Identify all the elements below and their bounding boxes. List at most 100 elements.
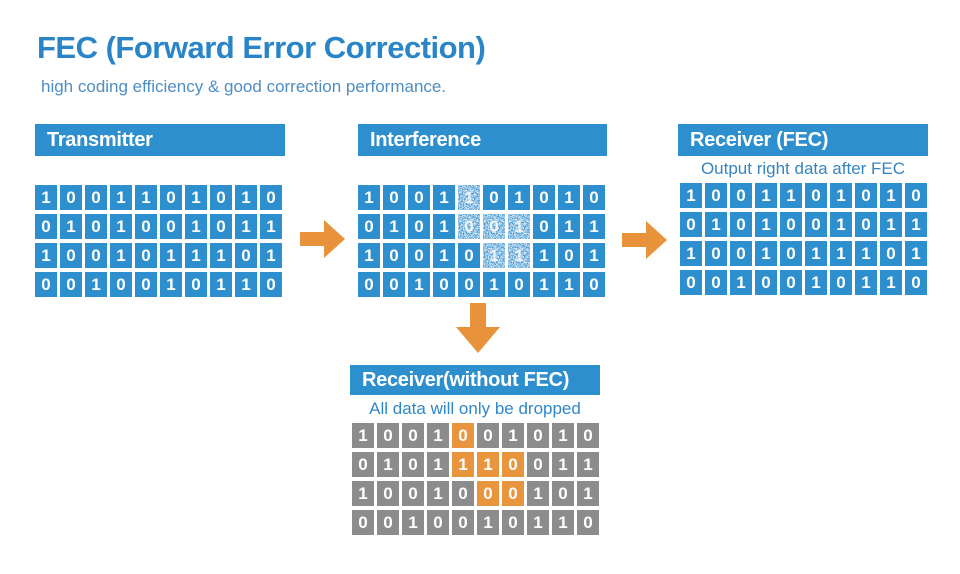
bit-cell: 1 — [210, 243, 232, 268]
bit-value: 1 — [836, 215, 846, 234]
bit-cell: 1 — [60, 214, 82, 239]
bit-cell: 1 — [408, 272, 430, 297]
bit-value: 0 — [458, 513, 468, 532]
bit-cell: 0 — [85, 214, 107, 239]
bit-value: 1 — [266, 246, 276, 265]
bit-value: 0 — [358, 513, 368, 532]
bit-cell: 0 — [402, 481, 424, 506]
bit-value: 0 — [66, 246, 76, 265]
bit-value: 1 — [191, 246, 201, 265]
bit-cell: 1 — [35, 185, 57, 210]
bit-cell: 1 — [452, 452, 474, 477]
bit-value: 0 — [216, 188, 226, 207]
bit-cell: 0 — [402, 452, 424, 477]
bit-cell: 0 — [533, 214, 555, 239]
noise-texture — [483, 243, 505, 268]
bit-value: 1 — [408, 513, 418, 532]
bit-value: 0 — [786, 244, 796, 263]
bit-cell: 0 — [533, 185, 555, 210]
bit-cell: 1 — [110, 214, 132, 239]
bit-cell: 1 — [527, 510, 549, 535]
bit-cell: 1 — [558, 272, 580, 297]
bit-value: 0 — [736, 244, 746, 263]
bit-value: 1 — [564, 275, 574, 294]
bit-cell: 0 — [458, 214, 480, 239]
bit-cell: 0 — [408, 243, 430, 268]
bit-value: 0 — [414, 188, 424, 207]
bit-value: 1 — [116, 217, 126, 236]
bit-value: 0 — [364, 217, 374, 236]
bit-cell: 0 — [483, 185, 505, 210]
bit-value: 0 — [191, 275, 201, 294]
bit-value: 1 — [589, 246, 599, 265]
bit-cell: 1 — [235, 272, 257, 297]
bit-cell: 1 — [35, 243, 57, 268]
bit-cell: 1 — [483, 243, 505, 268]
bit-cell: 0 — [905, 270, 927, 295]
bit-cell: 1 — [583, 243, 605, 268]
bit-value: 0 — [736, 215, 746, 234]
bit-cell: 1 — [85, 272, 107, 297]
bit-value: 0 — [583, 513, 593, 532]
bit-cell: 0 — [508, 272, 530, 297]
bit-value: 1 — [558, 455, 568, 474]
bit-cell: 1 — [383, 214, 405, 239]
bit-cell: 0 — [210, 185, 232, 210]
bit-cell: 1 — [235, 214, 257, 239]
bit-cell: 1 — [260, 243, 282, 268]
bit-cell: 0 — [383, 272, 405, 297]
bit-cell: 1 — [483, 272, 505, 297]
bit-cell: 0 — [85, 243, 107, 268]
bit-cell: 1 — [260, 214, 282, 239]
bit-value: 1 — [358, 484, 368, 503]
bit-cell: 0 — [477, 481, 499, 506]
bit-cell: 1 — [427, 452, 449, 477]
bit-value: 0 — [389, 275, 399, 294]
bit-cell: 0 — [85, 185, 107, 210]
bit-value: 0 — [583, 426, 593, 445]
bit-value: 1 — [836, 186, 846, 205]
bit-cell: 1 — [402, 510, 424, 535]
bit-cell: 0 — [730, 212, 752, 237]
bit-value: 1 — [458, 455, 468, 474]
bit-cell: 0 — [408, 214, 430, 239]
bit-value: 1 — [836, 244, 846, 263]
interference-header: Interference — [358, 124, 607, 156]
bit-cell: 1 — [805, 270, 827, 295]
bit-value: 1 — [558, 426, 568, 445]
bit-cell: 1 — [880, 183, 902, 208]
bit-cell: 0 — [352, 510, 374, 535]
bit-cell: 1 — [558, 185, 580, 210]
bit-cell: 1 — [433, 243, 455, 268]
bit-value: 1 — [414, 275, 424, 294]
bit-value: 0 — [589, 188, 599, 207]
bit-value: 0 — [439, 275, 449, 294]
bit-value: 1 — [686, 186, 696, 205]
bit-value: 1 — [364, 188, 374, 207]
bit-value: 1 — [433, 455, 443, 474]
bit-cell: 0 — [377, 423, 399, 448]
bit-cell: 1 — [352, 481, 374, 506]
bit-value: 0 — [116, 275, 126, 294]
bit-value: 0 — [508, 455, 518, 474]
bit-cell: 0 — [60, 185, 82, 210]
bit-cell: 1 — [680, 241, 702, 266]
bit-value: 0 — [711, 273, 721, 292]
bit-cell: 0 — [855, 183, 877, 208]
bit-cell: 1 — [855, 241, 877, 266]
bit-cell: 0 — [452, 481, 474, 506]
bit-value: 0 — [364, 275, 374, 294]
arrow-down-icon — [456, 303, 500, 353]
bit-cell: 1 — [427, 423, 449, 448]
bit-value: 1 — [383, 455, 393, 474]
bit-cell: 1 — [780, 183, 802, 208]
bit-value: 0 — [408, 484, 418, 503]
bit-value: 0 — [241, 246, 251, 265]
bit-value: 0 — [389, 246, 399, 265]
noise-texture — [458, 214, 480, 239]
bit-cell: 1 — [830, 212, 852, 237]
bit-cell: 1 — [583, 214, 605, 239]
bit-cell: 0 — [552, 481, 574, 506]
bit-value: 0 — [558, 484, 568, 503]
